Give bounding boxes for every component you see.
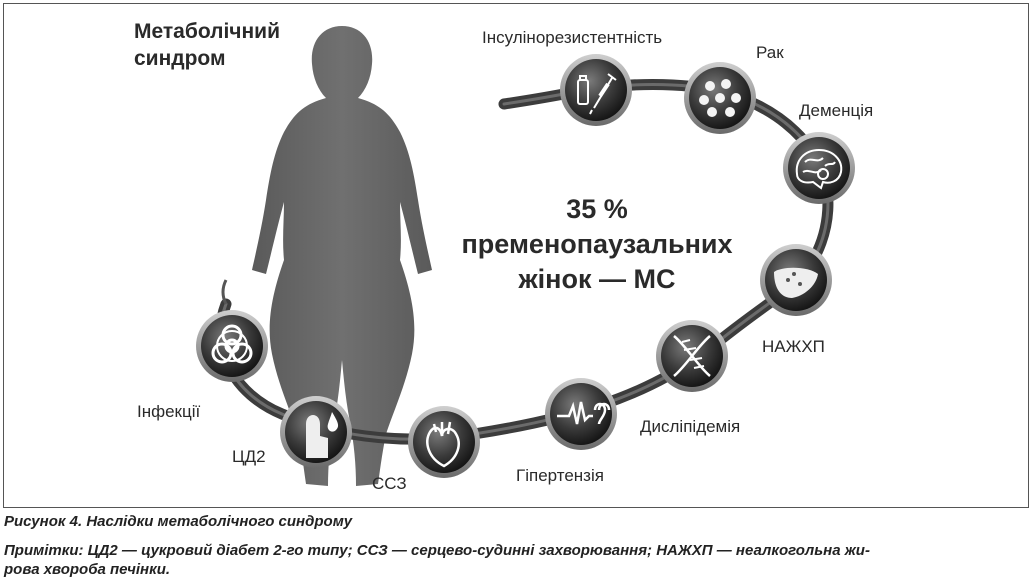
node-dementia <box>783 132 855 204</box>
figure-title: Метаболічний синдром <box>134 18 334 72</box>
label-cancer: Рак <box>756 43 784 62</box>
center-stat-line1: 35 % <box>566 194 628 224</box>
node-dyslipidemia <box>656 320 728 392</box>
syringe-vial-icon <box>577 73 617 115</box>
center-stat-line3: жінок — МС <box>518 264 676 294</box>
label-nafld: НАЖХП <box>762 337 825 356</box>
label-insulin: Інсулінорезистентність <box>482 28 663 47</box>
label-hypertension: Гіпертензія <box>516 466 604 485</box>
label-dementia: Деменція <box>799 101 874 120</box>
node-diabetes <box>280 396 352 468</box>
brain-icon <box>795 148 843 190</box>
node-cvd <box>408 406 480 478</box>
figure-notes: Примітки: ЦД2 — цукровий діабет 2-го тип… <box>4 541 1028 579</box>
node-insulin <box>560 54 632 126</box>
node-nafld <box>760 244 832 316</box>
figure-notes-line2: рова хвороба печінки. <box>4 561 171 578</box>
diagram-canvas <box>196 26 855 486</box>
node-cancer <box>684 62 756 134</box>
figure-title-line1: Метаболічний <box>134 20 281 43</box>
label-infections: Інфекції <box>137 402 201 421</box>
label-diabetes: ЦД2 <box>232 447 266 466</box>
node-infections <box>196 310 268 382</box>
node-hypertension <box>545 378 617 450</box>
heart-icon <box>426 421 460 468</box>
figure-caption: Рисунок 4. Наслідки метаболічного синдро… <box>4 513 353 530</box>
figure-notes-line1: Примітки: ЦД2 — цукровий діабет 2-го тип… <box>4 542 870 559</box>
heartbeat-pulse-icon <box>557 401 611 425</box>
label-cvd: ССЗ <box>372 474 407 493</box>
biohazard-icon <box>211 324 253 364</box>
figure-panel: Метаболічний синдром 35 % пременопаузаль… <box>3 3 1029 508</box>
dna-icon <box>673 335 711 377</box>
cells-icon <box>699 79 741 117</box>
finger-blood-drop-icon <box>306 412 339 458</box>
liver-icon <box>774 267 818 298</box>
label-dyslipidemia: Дисліпідемія <box>640 417 741 436</box>
center-stat-line2: пременопаузальних <box>461 229 733 259</box>
woman-silhouette-icon <box>252 26 432 486</box>
figure-title-line2: синдром <box>134 47 226 70</box>
